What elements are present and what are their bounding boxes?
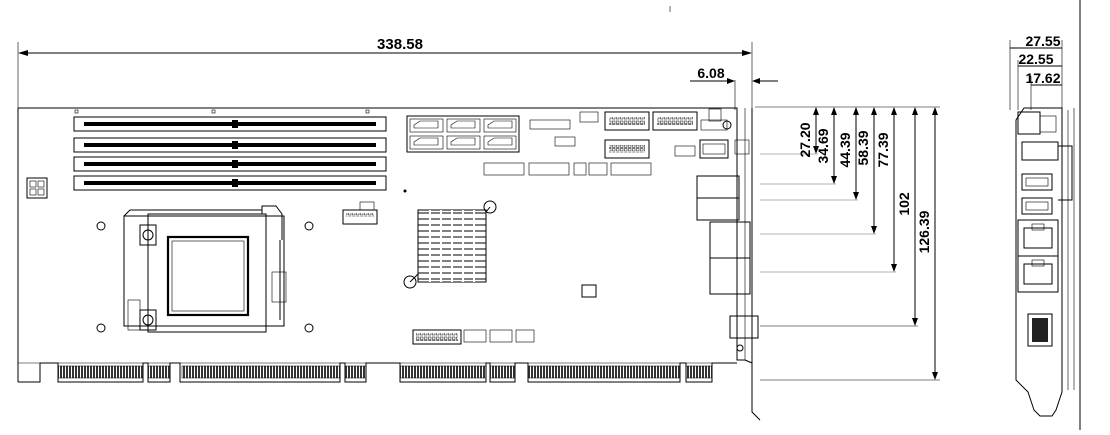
bracket-offset-dimension: 6.08 [690, 65, 778, 110]
chipset-heatsink [409, 206, 491, 283]
memory-slots [73, 109, 387, 191]
dim-label-2: 44.39 [837, 132, 853, 167]
overall-width-label: 338.58 [377, 36, 423, 53]
rear-io-on-board [696, 108, 761, 421]
dim-label-4: 77.39 [875, 132, 891, 167]
sata-connectors [406, 115, 520, 153]
edge-connector [57, 365, 713, 379]
io-dim-label-2: 17.62 [1025, 70, 1060, 86]
pin-headers [403, 108, 728, 345]
dim-label-6: 126.39 [916, 210, 932, 253]
dim-label-5: 102 [896, 192, 912, 216]
vertical-dimensions: 27.20 34.69 44.39 58.39 77.39 102 126.39 [755, 106, 940, 381]
io-dim-label-0: 27.55 [1025, 33, 1060, 49]
io-dim-label-1: 22.55 [1018, 51, 1053, 67]
io-bracket-side-view: 27.55 22.55 17.62 [1009, 0, 1081, 430]
dim-label-3: 58.39 [855, 130, 871, 165]
bracket-offset-label: 6.08 [697, 65, 724, 81]
overall-width-dimension: 338.58 [17, 36, 753, 108]
fan-header [342, 201, 378, 225]
mounting-holes [96, 120, 744, 352]
dim-label-1: 34.69 [815, 128, 831, 163]
power-connector [26, 177, 48, 199]
cpu-socket [123, 205, 287, 333]
dim-label-0: 27.20 [797, 122, 813, 157]
